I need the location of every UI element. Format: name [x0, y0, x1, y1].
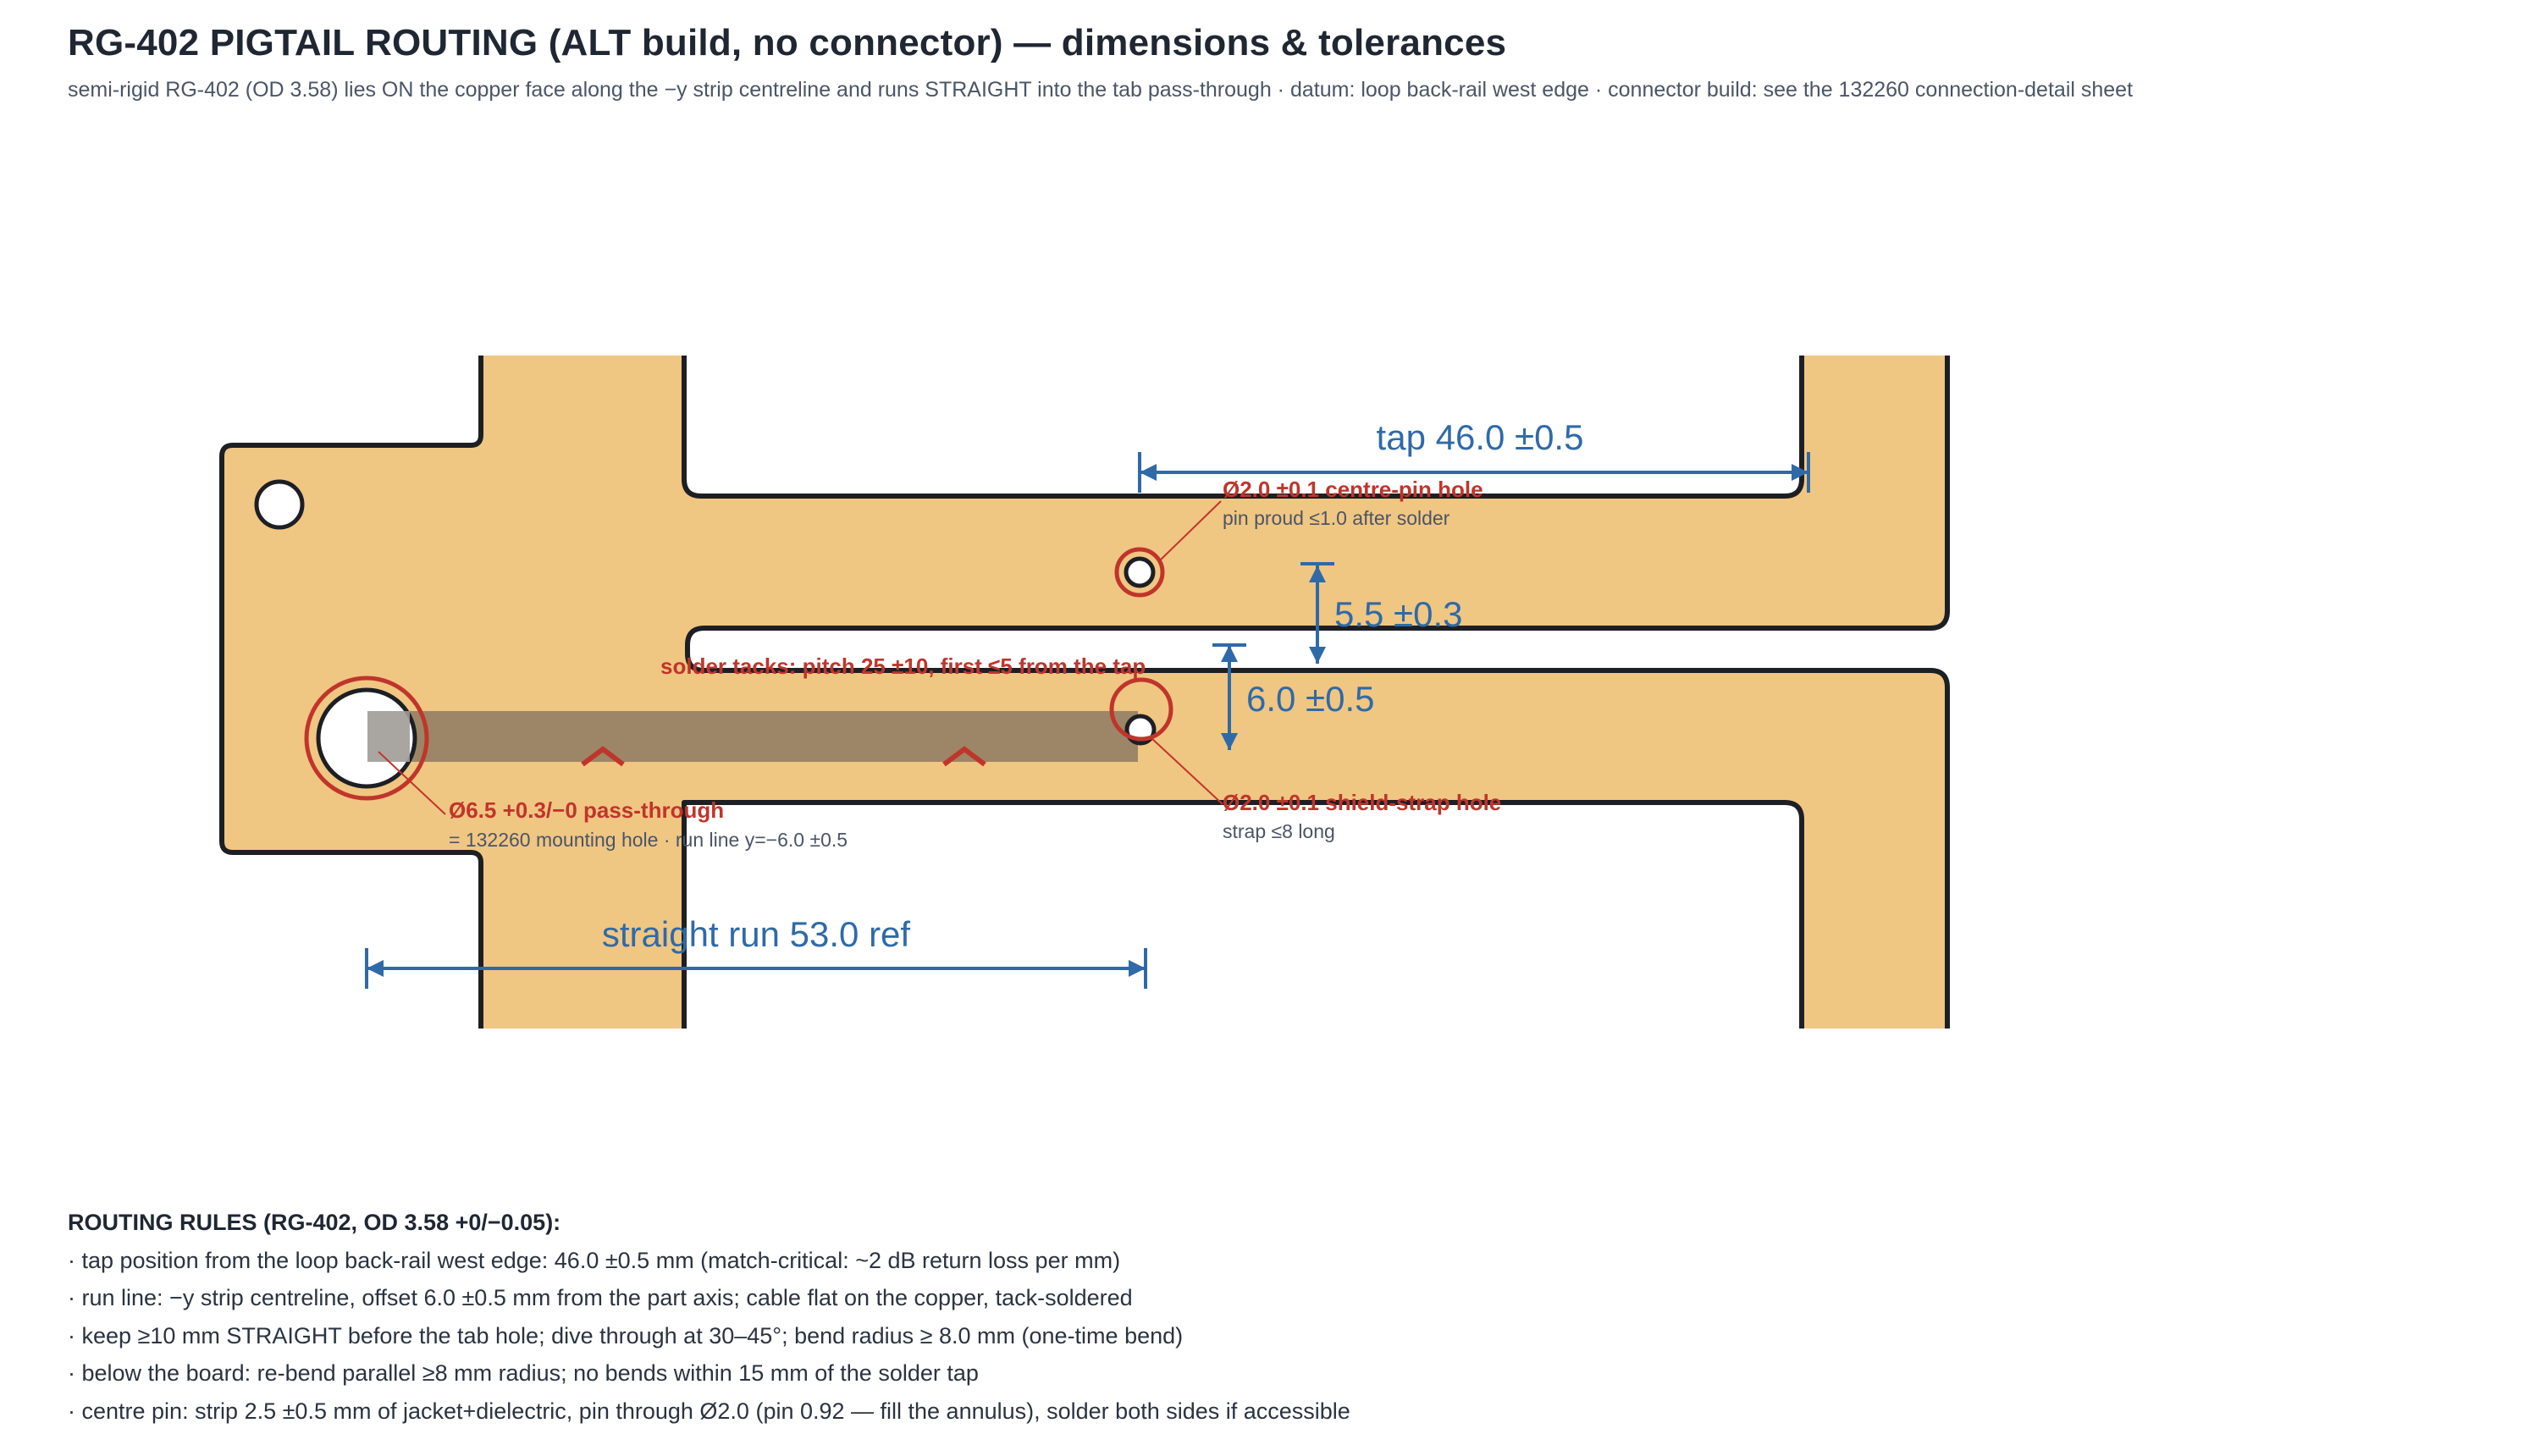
solder-tacks-label: solder tacks: pitch 25 ±10, first ≤5 fro…: [660, 654, 1146, 679]
shield-strap-title: Ø2.0 ±0.1 shield-strap hole: [1223, 790, 1501, 815]
shield-strap-ring: [1109, 677, 1173, 742]
centre-pin-note: pin proud ≤1.0 after solder: [1223, 507, 1450, 529]
routing-rules-heading: ROUTING RULES (RG-402, OD 3.58 +0/−0.05)…: [68, 1210, 561, 1235]
solder-tack-marker: [942, 746, 986, 767]
solder-tack-marker: [581, 746, 625, 767]
pass-through-title: Ø6.5 +0.3/−0 pass-through: [449, 797, 724, 823]
shield-strap-leader: [1151, 737, 1223, 805]
offset-dimension-text: 6.0 ±0.5: [1246, 679, 1375, 719]
routing-rule: · keep ≥10 mm STRAIGHT before the tab ho…: [68, 1322, 1184, 1348]
centre-pin-title: Ø2.0 ±0.1 centre-pin hole: [1223, 477, 1483, 502]
centre-pin-ring: [1114, 547, 1165, 598]
routing-rule: · run line: −y strip centreline, offset …: [68, 1285, 1133, 1310]
copper-part-outline: [219, 356, 1950, 1029]
centre-pin-hole: [1124, 556, 1156, 588]
pass-through-note: = 132260 mounting hole · run line y=−6.0…: [449, 829, 848, 851]
shield-strap-note: strap ≤8 long: [1223, 820, 1335, 842]
cable-end-stub: [367, 711, 410, 762]
pass-through-leader: [378, 751, 446, 815]
rg402-cable: [367, 711, 1138, 762]
routing-rule: · tap position from the loop back-rail w…: [68, 1247, 1121, 1273]
pass-through-ring: [304, 676, 429, 801]
routing-rule: · below the board: re-bend parallel ≥8 m…: [68, 1360, 979, 1386]
run-dimension-text: straight run 53.0 ref: [602, 914, 911, 954]
routing-rule: · centre pin: strip 2.5 ±0.5 mm of jacke…: [68, 1398, 1350, 1424]
drawing-title: RG-402 PIGTAIL ROUTING (ALT build, no co…: [68, 22, 1507, 63]
routing-rules: ROUTING RULES (RG-402, OD 3.58 +0/−0.05)…: [68, 1204, 2438, 1430]
drawing-subtitle: semi-rigid RG-402 (OD 3.58) lies ON the …: [68, 78, 2134, 102]
centre-pin-leader: [1159, 500, 1222, 561]
corner-hole: [254, 479, 305, 530]
gap-dimension-text: 5.5 ±0.3: [1334, 594, 1463, 634]
tap-dimension-text: tap 46.0 ±0.5: [1377, 417, 1584, 457]
